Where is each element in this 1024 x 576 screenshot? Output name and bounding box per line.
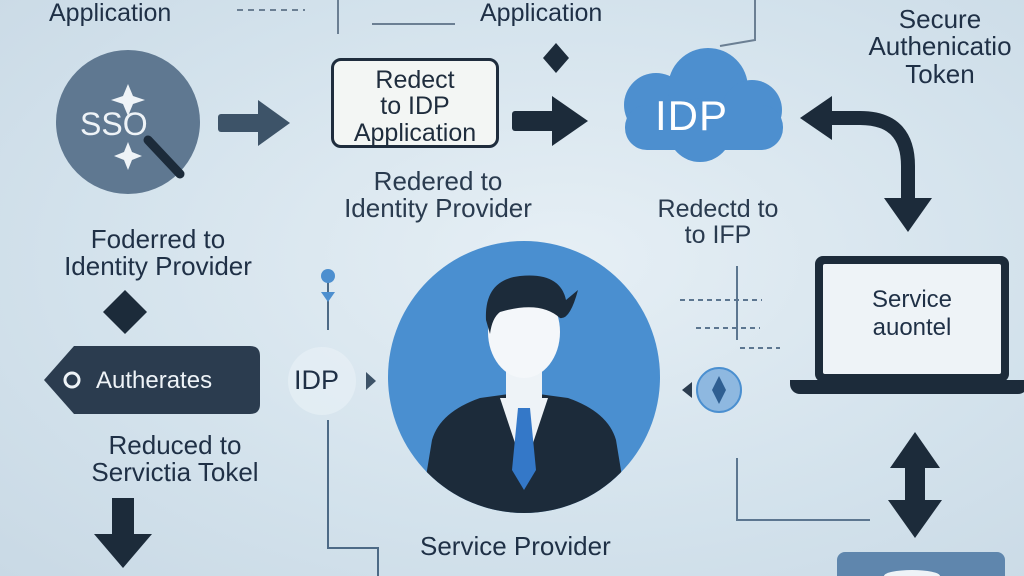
right-vertical-lines (736, 266, 870, 521)
foderred-line2: Identity Provider (64, 251, 252, 282)
redered-label: Redered to Identity Provider (318, 166, 558, 224)
foderred-label: Foderred to Identity Provider (28, 224, 288, 282)
redirect-line2: to IDP (380, 92, 450, 121)
foderred-line1: Foderred to (90, 224, 226, 254)
key-icon (696, 367, 742, 413)
application-label-left: Application (49, 0, 172, 27)
key-pointer-arrow (682, 382, 692, 398)
curved-arrow-head-left (800, 96, 832, 140)
pill-dot-icon (63, 371, 81, 389)
sso-badge-icon (56, 50, 200, 194)
redirect-line1: Redect (375, 66, 455, 94)
redirect-box: Redect to IDP Application (331, 58, 499, 148)
reduced-line2: Servictia Tokel (91, 457, 259, 488)
curved-arrow-icon (830, 111, 915, 200)
laptop-base (790, 380, 1024, 394)
redirect-line3: Application (353, 118, 477, 147)
laptop-icon: Service auontel (815, 256, 1009, 382)
connector-arrow-down (321, 292, 335, 302)
top-connector-lines (237, 0, 756, 47)
person-connector-lines (327, 270, 379, 576)
secure-token-label: Secure Authenicatio Token (840, 4, 1024, 89)
secure-line2: Authenicatio (868, 31, 1012, 62)
authenticates-label: Autherates (96, 367, 213, 394)
small-arrow-icon (366, 372, 376, 390)
reduced-label: Reduced to Servictia Tokel (40, 430, 310, 488)
service-line2: auontel (872, 313, 952, 341)
service-provider-label: Service Provider (420, 531, 611, 561)
redected-line1: Redectd to (657, 195, 779, 223)
redered-line2: Identity Provider (344, 193, 532, 224)
idp-cloud-label: IDP (655, 92, 729, 139)
business-person-icon (388, 241, 660, 513)
idp-small-label: IDP (294, 365, 340, 395)
redered-line1: Redered to (373, 166, 503, 196)
bottom-panel (837, 552, 1005, 576)
cloud-icon (624, 48, 783, 162)
idp-small-glow (288, 347, 356, 415)
laptop-display: Service auontel (823, 264, 1001, 374)
application-label-center: Application (480, 0, 603, 27)
service-line1: Service (871, 286, 953, 313)
curved-arrow-head-down (884, 198, 932, 232)
down-arrow-icon (94, 498, 152, 568)
arrow-icon-sso-to-redirect (218, 100, 290, 146)
right-connector-lines (680, 299, 780, 349)
redected-label: Redectd to to IFP (628, 196, 808, 249)
authenticates-pill: Autherates (44, 346, 258, 414)
diamond-marker-top (543, 43, 569, 73)
arrow-icon-redirect-to-cloud (512, 96, 588, 146)
secure-line3: Token (905, 58, 975, 89)
connector-dot-top (321, 269, 335, 283)
redected-line2: to IFP (684, 221, 752, 250)
reduced-line1: Reduced to (108, 430, 242, 460)
sso-text: SSO (80, 106, 148, 142)
authenticates-pill-shape (44, 346, 260, 414)
diamond-marker-left (103, 290, 147, 334)
secure-line1: Secure (898, 4, 982, 34)
double-arrow-icon (888, 432, 942, 538)
